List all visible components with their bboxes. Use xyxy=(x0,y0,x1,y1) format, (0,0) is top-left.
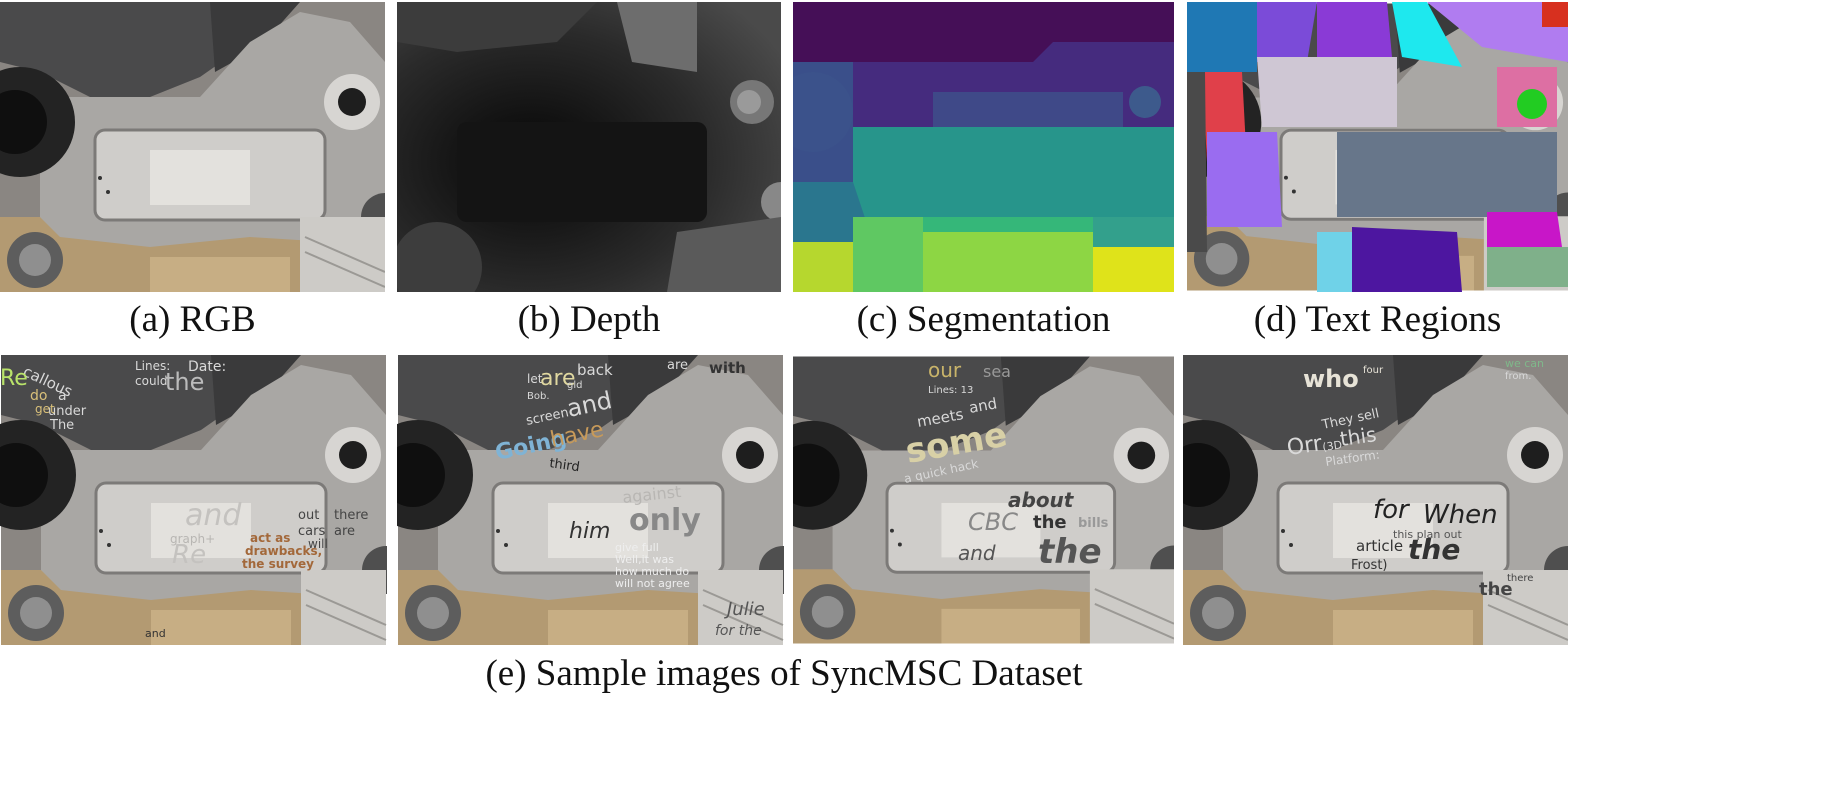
overlay-word: how much do xyxy=(615,565,689,578)
overlay-word: let xyxy=(527,372,543,386)
overlay-word: the xyxy=(165,368,204,396)
overlay-word: Bob. xyxy=(527,391,550,402)
overlay-word: there xyxy=(1507,573,1533,584)
overlay-word: gld xyxy=(567,380,582,391)
caption-depth: (b) Depth xyxy=(517,299,661,340)
overlay-word: CBC xyxy=(968,508,1018,536)
sample-image-4: who four we can from. They sell Orr (3D … xyxy=(1183,355,1568,645)
overlay-word: act as xyxy=(250,531,290,545)
overlay-word: When xyxy=(1423,500,1498,530)
caption-samples: (e) Sample images of SyncMSC Dataset xyxy=(485,653,1083,694)
overlay-word: the xyxy=(1408,533,1460,566)
overlay-word: we can xyxy=(1505,357,1544,370)
overlay-word: drawbacks, xyxy=(245,544,322,558)
overlay-word: graph+ xyxy=(170,532,215,546)
sample-image-1: callous Re do a under get The Lines: cou… xyxy=(0,355,387,645)
overlay-word: Lines: 13 xyxy=(928,385,973,396)
overlay-word: could xyxy=(135,374,168,388)
overlay-word: article xyxy=(1356,537,1403,555)
sample-image-2: let are back gld Bob. screen and Going h… xyxy=(397,355,784,645)
overlay-word: this plan out xyxy=(1393,528,1463,541)
depth-map xyxy=(397,2,781,292)
overlay-word: cars xyxy=(298,524,325,539)
overlay-word: a xyxy=(58,388,67,404)
overlay-word: are xyxy=(667,358,688,373)
text-regions-map xyxy=(1187,2,1568,292)
caption-text-regions: (d) Text Regions xyxy=(1253,299,1502,340)
overlay-word: Frost) xyxy=(1351,558,1388,573)
overlay-word: the xyxy=(1479,579,1513,600)
overlay-word: under xyxy=(48,404,87,419)
overlay-word: Re xyxy=(0,366,28,391)
overlay-word: Julie xyxy=(724,599,765,620)
overlay-word: about xyxy=(1008,488,1075,512)
overlay-word: for the xyxy=(715,623,762,639)
overlay-word: the xyxy=(1033,512,1067,533)
overlay-word: the survey xyxy=(242,557,314,571)
overlay-word: are xyxy=(540,366,576,391)
overlay-word: (3D xyxy=(1322,438,1343,454)
overlay-word: Orr xyxy=(1285,431,1324,461)
overlay-word: and xyxy=(958,541,996,565)
overlay-word: who xyxy=(1303,365,1359,393)
overlay-word: and xyxy=(145,627,166,640)
rgb-image xyxy=(0,2,385,292)
overlay-word: there xyxy=(334,508,368,523)
overlay-word: for xyxy=(1373,495,1411,525)
segmentation-map xyxy=(793,2,1174,292)
overlay-word: the xyxy=(1038,532,1102,572)
sample-image-3: our sea Lines: 13 meets and some a quick… xyxy=(793,355,1174,645)
overlay-word: back xyxy=(577,361,613,379)
overlay-word: Well,it was xyxy=(615,553,674,566)
overlay-word: this xyxy=(1338,422,1377,451)
overlay-word: will not agree xyxy=(615,577,690,590)
overlay-word: The xyxy=(49,418,74,433)
caption-segmentation: (c) Segmentation xyxy=(856,299,1111,340)
overlay-word: give full xyxy=(615,541,659,554)
overlay-word: sea xyxy=(983,362,1011,381)
caption-rgb: (a) RGB xyxy=(129,299,256,340)
overlay-word: bills xyxy=(1078,516,1109,531)
overlay-word: do xyxy=(30,388,47,404)
overlay-word: four xyxy=(1363,365,1384,376)
overlay-word: are xyxy=(334,524,355,539)
overlay-word: only xyxy=(629,503,701,538)
overlay-word: Lines: xyxy=(135,359,170,373)
overlay-word: out xyxy=(298,508,319,523)
overlay-word: get xyxy=(35,402,55,416)
overlay-word: Re xyxy=(172,540,206,570)
overlay-word: Date: xyxy=(188,359,226,375)
overlay-word: third xyxy=(548,456,580,475)
overlay-word: will xyxy=(308,537,328,551)
overlay-word: and xyxy=(185,498,242,533)
overlay-word: from. xyxy=(1505,371,1531,382)
overlay-word: him xyxy=(569,519,611,544)
overlay-word: and xyxy=(968,394,999,417)
overlay-word: with xyxy=(709,359,746,377)
overlay-word: our xyxy=(928,358,962,382)
